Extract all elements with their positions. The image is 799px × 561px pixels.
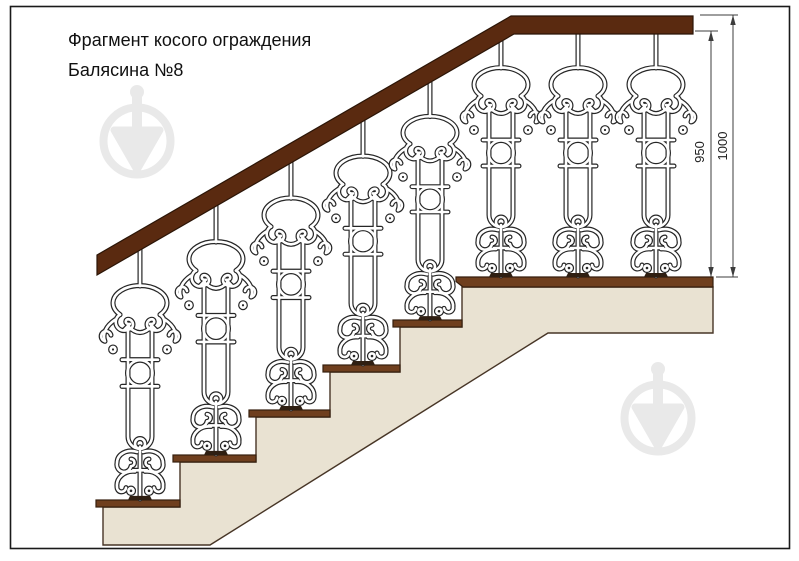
baluster	[101, 245, 179, 500]
baluster	[252, 158, 330, 410]
dimension-arrow	[730, 15, 736, 25]
baluster	[539, 28, 617, 277]
handrail	[96, 15, 694, 277]
stair-tread	[95, 499, 181, 508]
dimension-label-1000: 1000	[715, 132, 730, 161]
baluster	[324, 116, 402, 365]
landing-tread	[455, 276, 714, 288]
dimension-arrow	[730, 267, 736, 277]
drawing-title: Фрагмент косого ограждения	[68, 30, 311, 50]
watermark-logo-icon	[104, 86, 171, 175]
baluster	[391, 78, 469, 320]
watermark-logo-icon	[625, 363, 692, 452]
dimension-arrow	[708, 31, 714, 41]
baluster	[177, 201, 255, 455]
baluster	[462, 28, 540, 277]
baluster	[617, 28, 695, 277]
drawing-border	[9, 5, 791, 550]
drawing-subtitle: Балясина №8	[68, 60, 183, 80]
stair-tread	[248, 409, 331, 418]
dimension-annotations: 950 1000	[692, 14, 738, 278]
stair-tread	[172, 454, 257, 463]
dimension-arrow	[708, 267, 714, 277]
stair-tread	[322, 364, 401, 373]
dimension-label-950: 950	[692, 141, 707, 163]
stair-tread	[392, 319, 463, 328]
